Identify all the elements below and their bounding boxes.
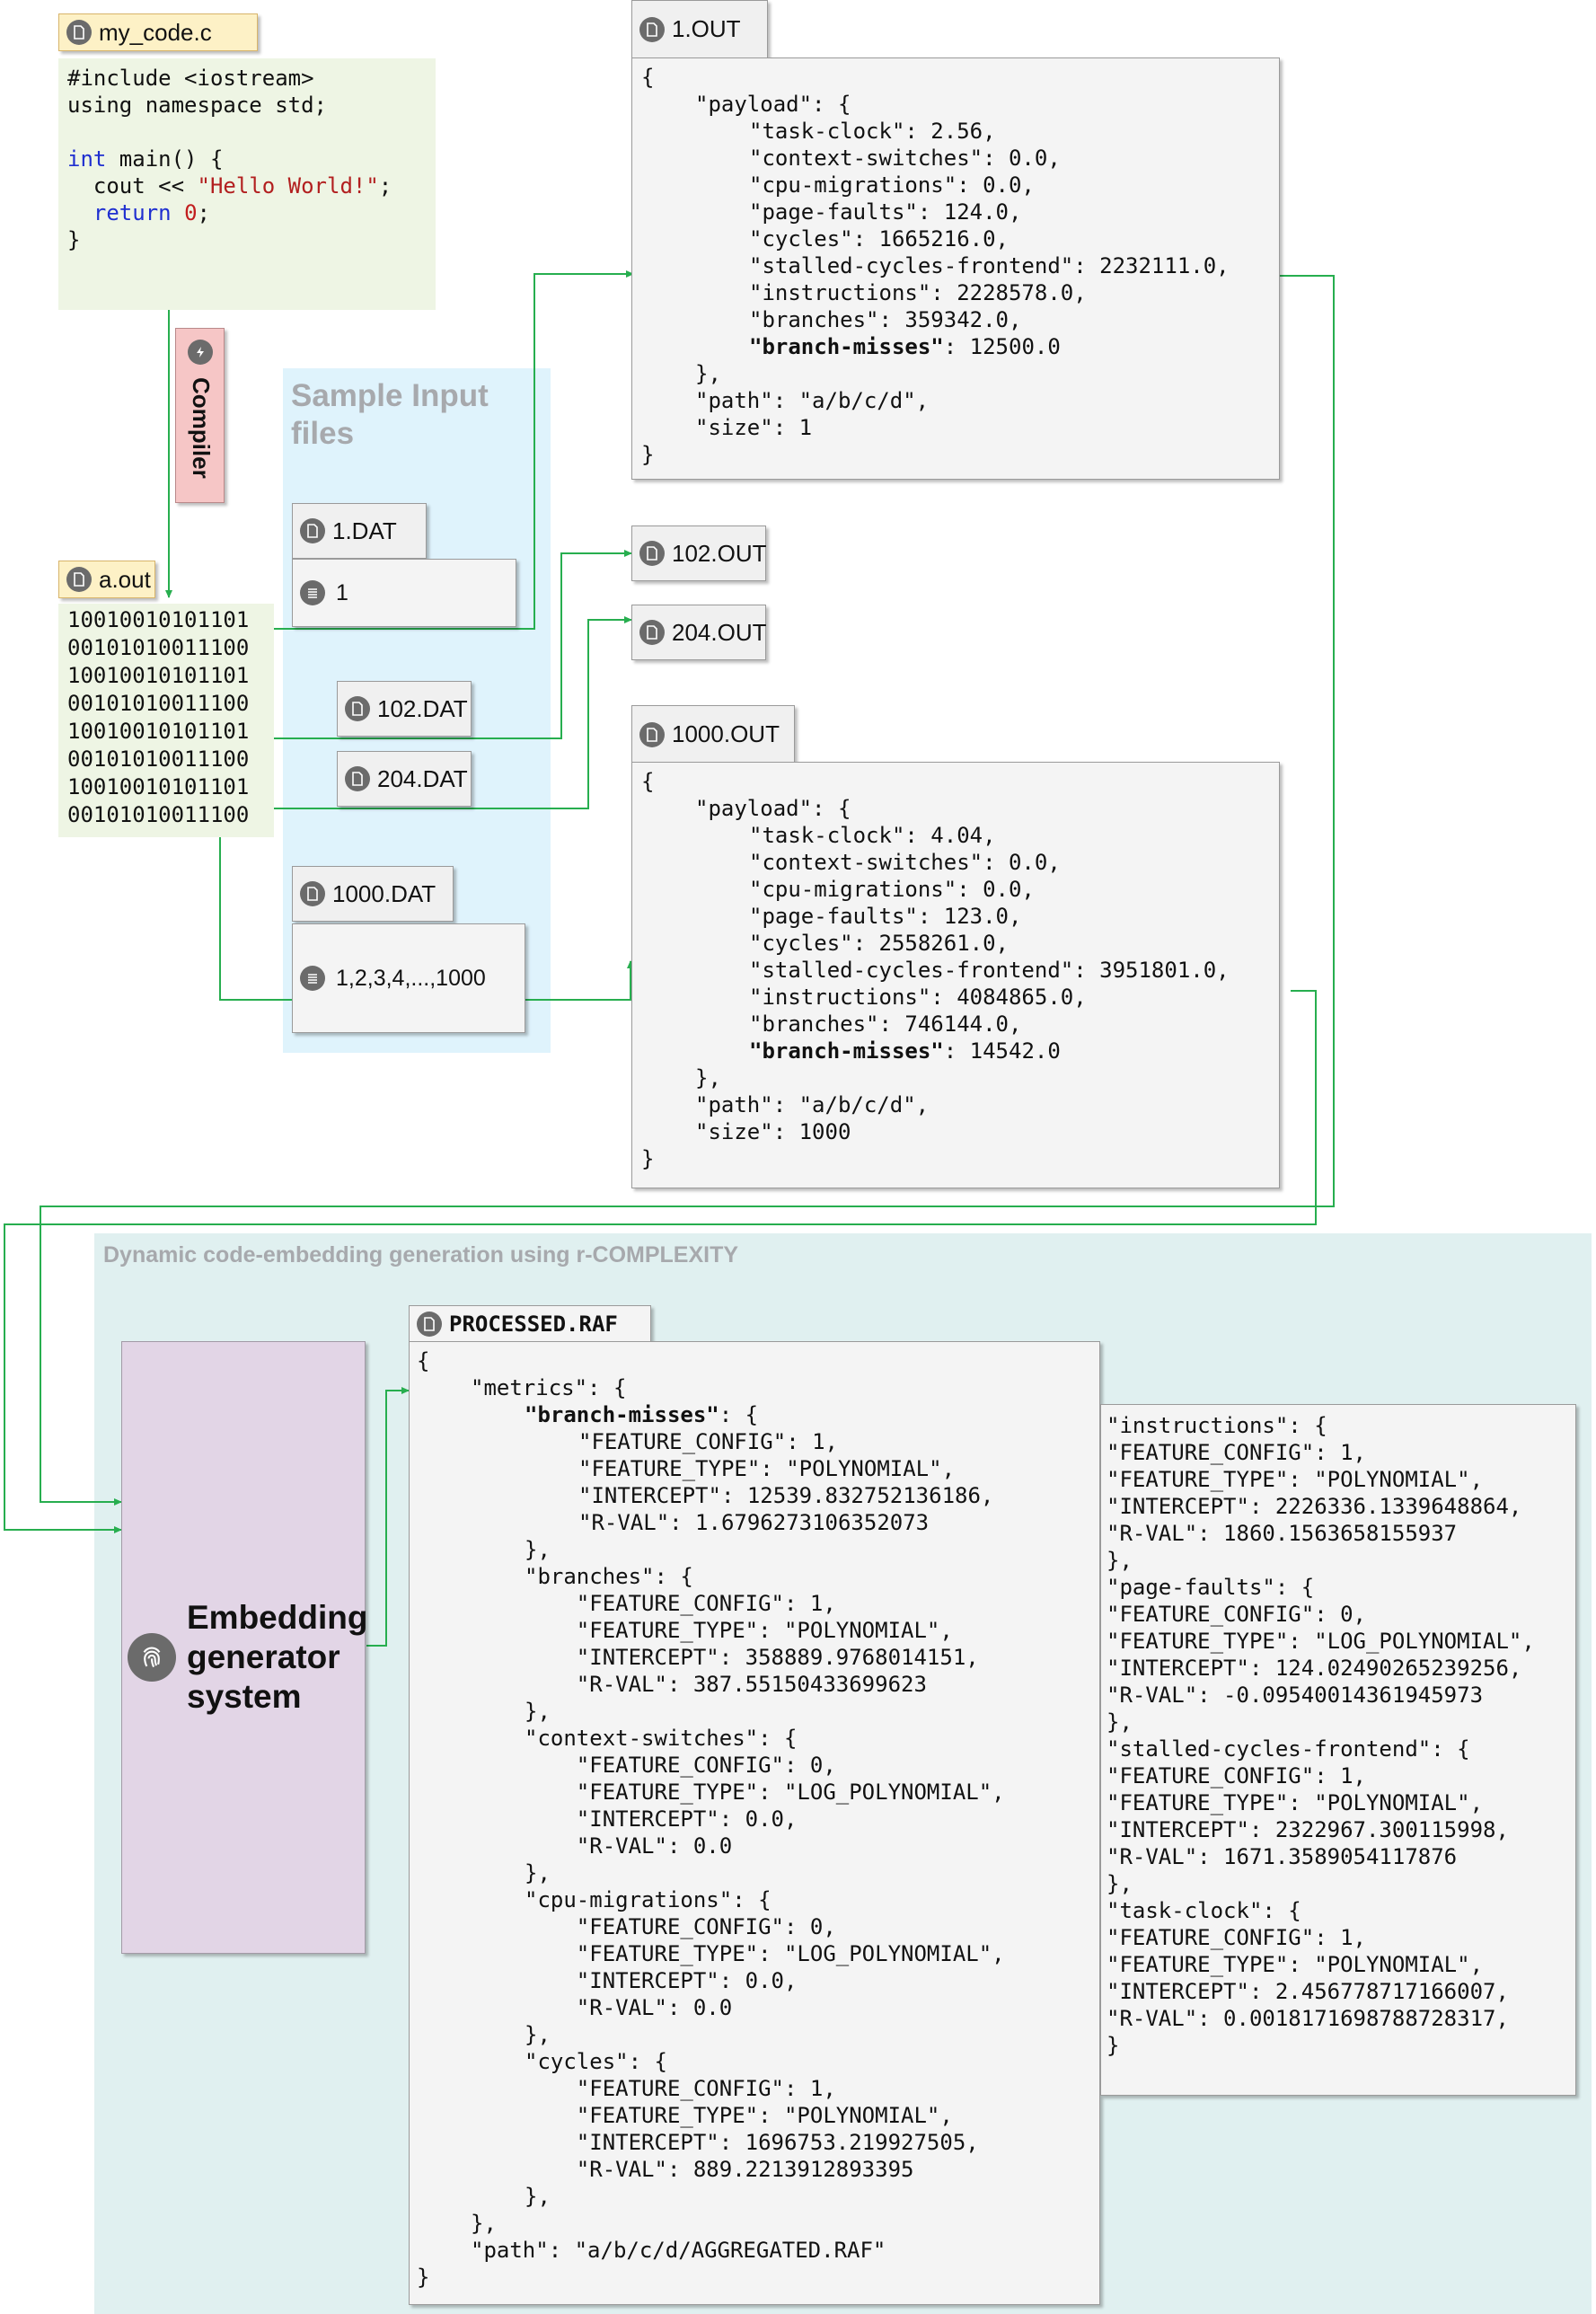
output-file-tab-204[interactable]: 204.OUT — [631, 605, 767, 660]
binary-line: 10010010101101 — [67, 607, 250, 632]
binary-line: 00101010011100 — [67, 635, 250, 660]
source-code-panel: #include <iostream> using namespace std;… — [58, 58, 436, 310]
input-file-tab-1000[interactable]: 1000.DAT — [292, 866, 454, 922]
binary-line: 10010010101101 — [67, 663, 250, 688]
input-file-tab-102[interactable]: 102.DAT — [337, 681, 472, 737]
connector-1000dat-to-1000out — [525, 960, 634, 1001]
input-file-content-1000: 1,2,3,4,...,1000 — [292, 923, 525, 1033]
file-icon — [345, 696, 370, 721]
source-file-tab[interactable]: my_code.c — [58, 13, 258, 51]
input-file-content-1: 1 — [292, 559, 516, 627]
processed-file-tab[interactable]: PROCESSED.RAF — [409, 1305, 651, 1343]
processed-continued-panel: "instructions": { "FEATURE_CONFIG": 1, "… — [1100, 1404, 1576, 2096]
list-icon — [300, 966, 325, 991]
file-icon — [639, 620, 665, 645]
fingerprint-icon — [128, 1633, 176, 1682]
file-icon — [639, 721, 665, 747]
source-file-name: my_code.c — [99, 18, 212, 46]
file-icon — [417, 1312, 442, 1337]
binary-line: 10010010101101 — [67, 774, 250, 799]
binary-tab[interactable]: a.out — [58, 561, 155, 598]
connector-1000out-to-system — [4, 990, 1317, 1533]
list-icon — [300, 580, 325, 605]
connector-102dat-to-102out — [274, 550, 632, 739]
input-file-name: 204.DAT — [377, 764, 468, 792]
embedding-section-title: Dynamic code-embedding generation using … — [103, 1242, 739, 1267]
connector-1dat-to-1out — [274, 270, 634, 630]
embedding-system-label: Embedding generator system — [187, 1599, 368, 1715]
file-icon — [639, 541, 665, 566]
connector-binary-to-1000dat — [219, 837, 292, 1001]
file-icon — [639, 16, 665, 42]
connector-204dat-to-204out — [274, 616, 632, 809]
output-file-tab-1[interactable]: 1.OUT — [631, 0, 768, 58]
file-icon — [300, 518, 325, 543]
output-file-name: 102.OUT — [672, 539, 767, 567]
file-icon — [66, 567, 92, 592]
compiler-box: Compiler — [175, 328, 225, 503]
file-icon — [66, 20, 92, 45]
input-file-tab-204[interactable]: 204.DAT — [337, 751, 472, 807]
binary-line: 10010010101101 — [67, 719, 250, 744]
input-file-value: 1 — [336, 579, 348, 605]
output-panel-1: { "payload": { "task-clock": 2.56, "cont… — [631, 57, 1280, 480]
processed-panel: { "metrics": { "branch-misses": { "FEATU… — [409, 1341, 1100, 2305]
compiler-icon — [188, 340, 214, 365]
file-icon — [300, 881, 325, 906]
processed-file-name: PROCESSED.RAF — [449, 1312, 618, 1337]
output-file-tab-1000[interactable]: 1000.OUT — [631, 705, 795, 764]
sample-input-title: Sample Input files — [291, 378, 489, 451]
embedding-generator-system[interactable]: Embedding generator system — [121, 1341, 368, 1954]
binary-panel: 10010010101101 00101010011100 1001001010… — [58, 604, 274, 837]
output-file-name: 1.OUT — [672, 15, 741, 42]
connector-system-to-processed — [366, 1387, 410, 1647]
compiler-label: Compiler — [188, 377, 215, 479]
output-file-tab-102[interactable]: 102.OUT — [631, 526, 767, 581]
input-file-tab-1[interactable]: 1.DAT — [292, 503, 427, 559]
binary-file-name: a.out — [99, 565, 151, 593]
input-file-name: 1000.DAT — [332, 879, 436, 907]
processed-metric-lines: }, "branches": { "FEATURE_CONFIG": 1, "F… — [525, 1537, 1005, 2209]
output-panel-1000: { "payload": { "task-clock": 4.04, "cont… — [631, 762, 1280, 1188]
connector-1out-to-system — [40, 275, 1335, 1506]
file-icon — [345, 766, 370, 791]
output-file-name: 204.OUT — [672, 618, 767, 646]
binary-line: 00101010011100 — [67, 691, 250, 716]
input-file-name: 102.DAT — [377, 694, 468, 722]
input-file-value: 1,2,3,4,...,1000 — [336, 965, 486, 991]
binary-line: 00101010011100 — [67, 802, 250, 827]
output-file-name: 1000.OUT — [672, 720, 780, 747]
source-code: #include <iostream> using namespace std;… — [67, 66, 392, 252]
binary-line: 00101010011100 — [67, 746, 250, 772]
input-file-name: 1.DAT — [332, 517, 397, 544]
